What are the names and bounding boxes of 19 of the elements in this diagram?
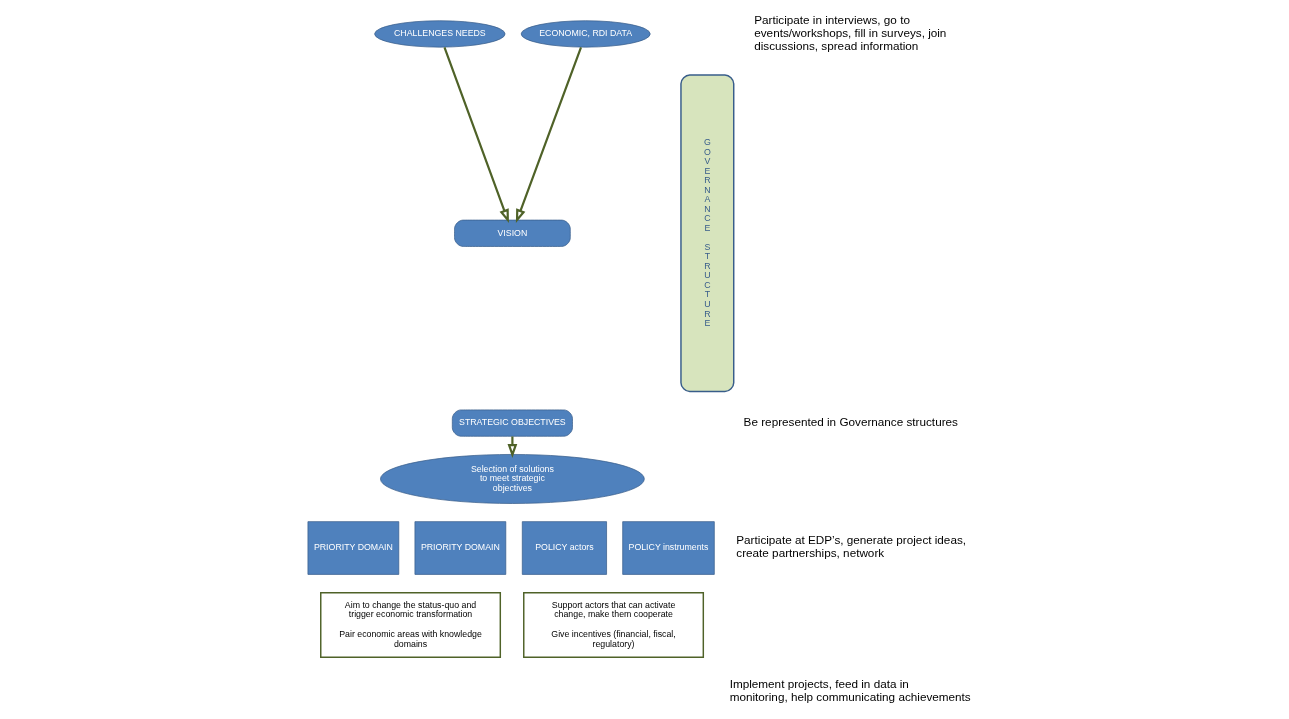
node-box: PRIORITY DOMAIN <box>307 521 400 575</box>
node-box: PRIORITY DOMAIN <box>414 521 507 575</box>
node-box: POLICY instruments <box>622 521 715 575</box>
label: Participate at EDP’s, generate project ideas, create partnerships, network <box>736 533 967 560</box>
node-ellipse: Selection of solutions to meet strategic objectives <box>380 454 645 504</box>
node-ellipse: ECONOMIC, RDI DATA <box>520 20 651 48</box>
node-box: GOVERNANCE STRUCTURE <box>680 74 735 393</box>
arrow <box>515 46 583 224</box>
node-box: Support actors that can activate change, make them cooperate Give incentives (financial, fiscal, regulatory) <box>523 592 705 658</box>
node-box: STRATEGIC OBJECTIVES <box>451 409 573 437</box>
node-box: VISION <box>454 219 571 247</box>
node-ellipse: CHALLENGES NEEDS <box>374 20 506 48</box>
label: Implement projects, feed in data in monitoring, help communicating achievements <box>729 676 971 704</box>
label: Participate in interviews, go to events/workshops, fill in surveys, join discussions, spread information <box>754 12 947 52</box>
arrow <box>443 46 509 224</box>
label: Be represented in Governance structures <box>743 414 958 428</box>
node-box: Aim to change the status-quo and trigger economic transformation Pair economic areas with knowledge domains <box>320 592 502 658</box>
arrow <box>507 436 518 458</box>
node-box: POLICY actors <box>521 521 607 575</box>
